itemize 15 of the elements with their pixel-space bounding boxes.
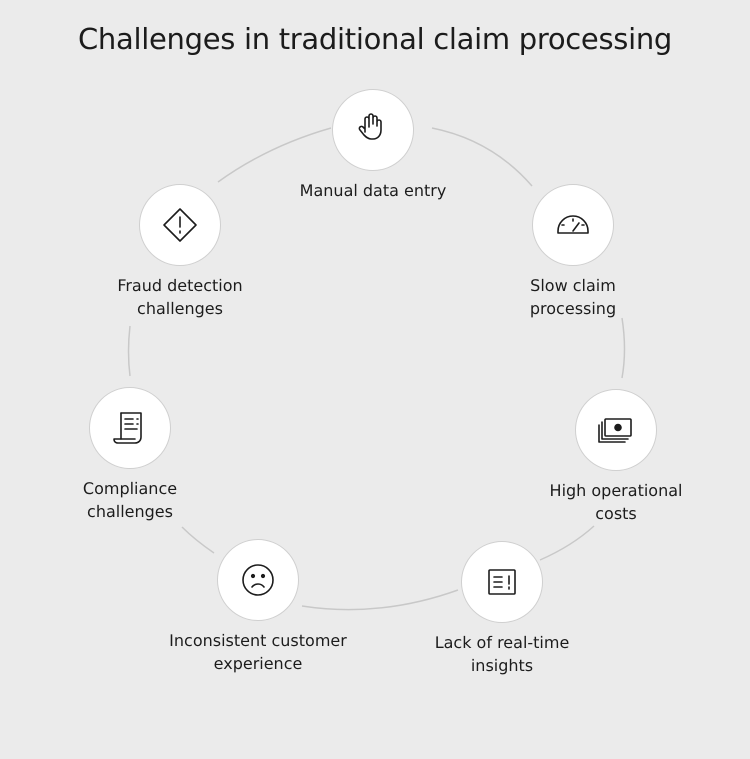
challenge-label: Lack of real-time insights bbox=[434, 632, 570, 677]
challenge-label: Compliance challenges bbox=[82, 478, 178, 523]
connector-arc bbox=[128, 326, 131, 376]
challenge-label: High operational costs bbox=[548, 480, 684, 525]
challenge-label: Fraud detection challenges bbox=[116, 275, 244, 320]
connector-arc bbox=[218, 127, 332, 183]
challenge-label: Inconsistent customer experience bbox=[168, 630, 348, 675]
connector-arc bbox=[432, 127, 533, 186]
title: Challenges in traditional claim processing bbox=[76, 22, 674, 56]
connector-arc bbox=[540, 525, 594, 561]
connector-arc bbox=[621, 318, 626, 378]
connector-arc bbox=[181, 526, 214, 554]
challenge-label: Manual data entry bbox=[300, 180, 446, 202]
connector-arc bbox=[302, 589, 458, 610]
challenge-label: Slow claim processing bbox=[528, 275, 618, 320]
